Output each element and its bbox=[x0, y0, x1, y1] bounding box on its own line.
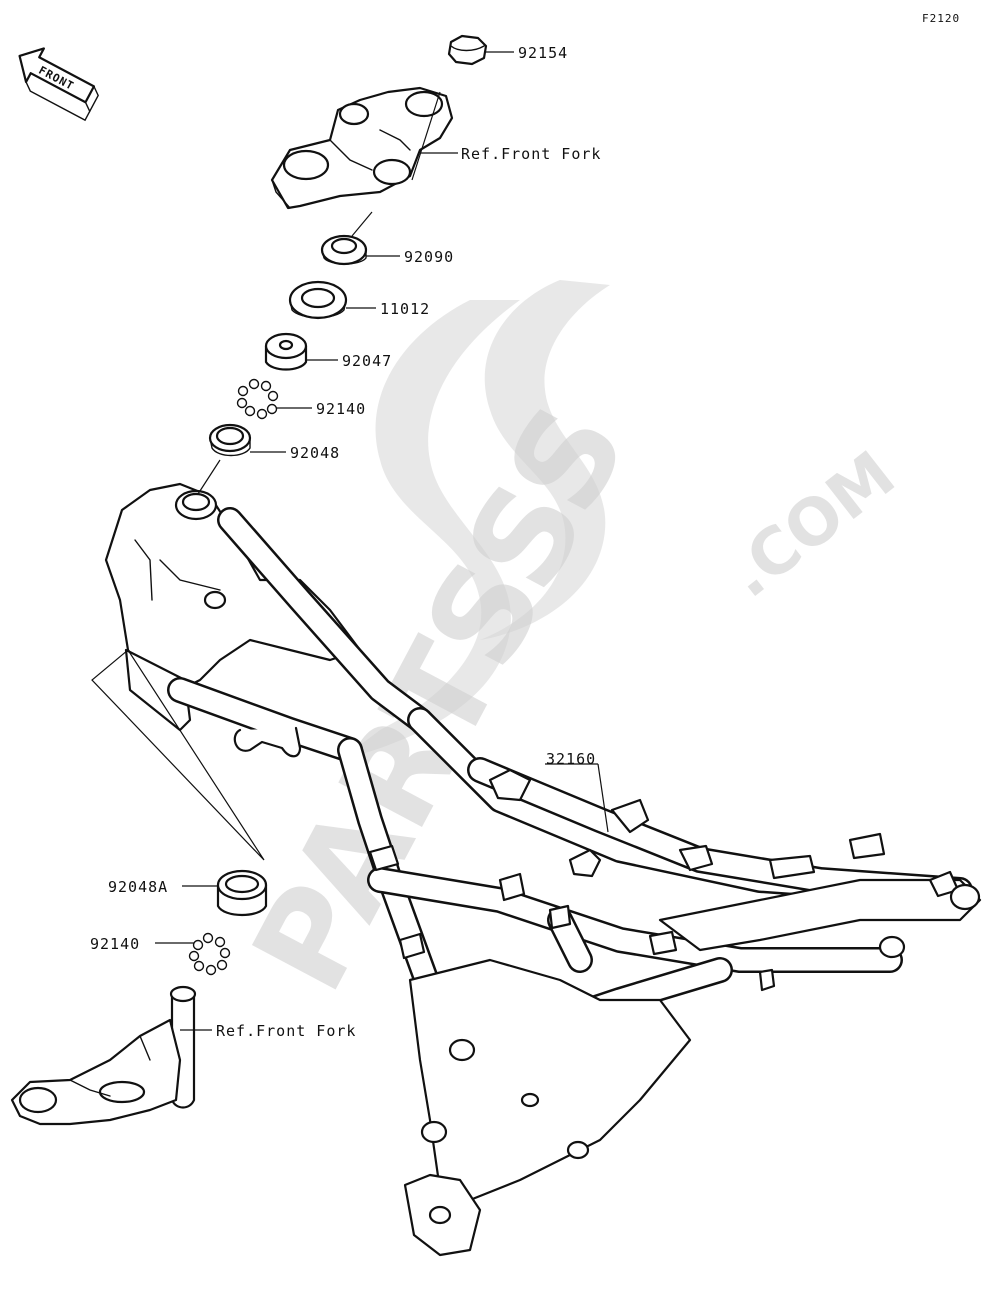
part-92048A-lower-race bbox=[216, 869, 268, 917]
lower-triple-clamp bbox=[10, 985, 197, 1126]
callout-92140-lower: 92140 bbox=[90, 935, 140, 953]
callout-92140-upper: 92140 bbox=[316, 400, 366, 418]
part-92140-ball-bearings-lower bbox=[188, 932, 231, 976]
callout-92154: 92154 bbox=[518, 44, 568, 62]
callout-ref-front-fork-upper: Ref.Front Fork bbox=[461, 145, 601, 163]
part-92090-nut bbox=[320, 234, 368, 266]
callout-92048A: 92048A bbox=[108, 878, 168, 896]
callout-92048: 92048 bbox=[290, 444, 340, 462]
callout-92047: 92047 bbox=[342, 352, 392, 370]
part-92048-race bbox=[208, 423, 252, 457]
callout-32160: 32160 bbox=[546, 750, 596, 768]
watermark-suffix: .COM bbox=[714, 438, 909, 613]
part-11012-cap bbox=[288, 280, 348, 320]
part-92140-ball-bearings-upper bbox=[236, 378, 279, 420]
callout-92090: 92090 bbox=[404, 248, 454, 266]
callout-ref-front-fork-lower: Ref.Front Fork bbox=[216, 1022, 356, 1040]
leader-lines bbox=[91, 51, 609, 1031]
callout-11012: 11012 bbox=[380, 300, 430, 318]
part-92154-stem-nut bbox=[447, 34, 488, 66]
front-arrow-icon: FRONT bbox=[18, 47, 99, 122]
part-92047-bushing bbox=[264, 332, 308, 371]
figure-code: F2120 bbox=[922, 12, 960, 25]
part-32160-frame bbox=[104, 482, 982, 1257]
upper-triple-clamp bbox=[270, 86, 454, 210]
